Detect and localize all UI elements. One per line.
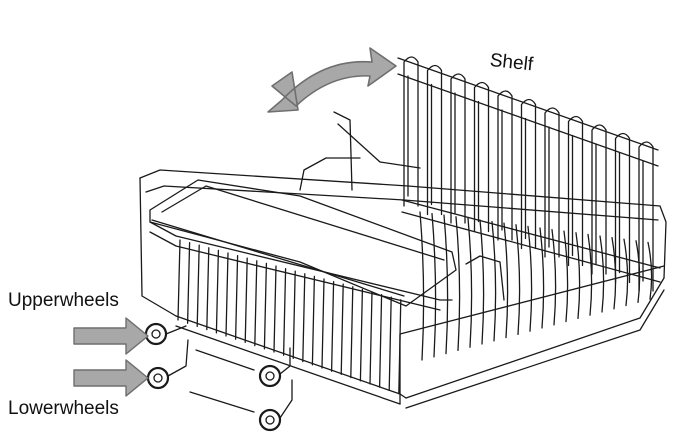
shelf-top-rail — [397, 57, 659, 167]
side-wire — [443, 214, 449, 355]
shelf-tine — [544, 107, 560, 258]
side-wire — [455, 216, 461, 352]
right-arrow-icon — [73, 359, 149, 397]
side-wire — [599, 235, 605, 313]
front-wire — [225, 252, 229, 337]
wheels — [144, 322, 293, 432]
front-wire — [282, 267, 287, 356]
side-wire — [647, 241, 653, 300]
front-wire — [330, 280, 335, 372]
shelf-tine — [591, 124, 607, 275]
front-wire — [398, 299, 402, 395]
shelf-tine — [473, 81, 490, 233]
front-wire — [263, 262, 268, 350]
front-wire — [177, 239, 181, 321]
front-wire — [292, 270, 296, 360]
shelf-tine — [567, 115, 584, 267]
front-wire — [321, 278, 325, 369]
side-wire — [587, 233, 593, 316]
front-wire — [378, 293, 383, 388]
front-wire — [196, 244, 200, 328]
side-wire — [503, 222, 509, 339]
shelf-label: Shelf — [488, 50, 535, 76]
side-wire — [551, 228, 557, 326]
shelf-tine — [497, 90, 513, 241]
side-wire — [467, 217, 473, 348]
front-wires — [177, 239, 402, 395]
shelf-tine — [520, 98, 537, 250]
shelf-tines — [403, 56, 654, 292]
right-arrow-icon — [73, 317, 149, 355]
side-wire — [575, 232, 581, 320]
lower-wheels-label: Lowerwheels — [8, 398, 119, 419]
side-wire — [419, 211, 425, 361]
side-wire — [611, 236, 617, 310]
lower-wheel-left — [146, 339, 189, 390]
lower-wheel-middle — [258, 379, 293, 432]
right-wires — [419, 211, 653, 361]
rotate-arrow-icon — [267, 47, 397, 113]
front-wire — [350, 286, 354, 379]
side-wire — [539, 227, 545, 329]
side-wire — [479, 219, 485, 345]
upper-wheel-middle — [258, 347, 291, 388]
shelf-tine — [614, 132, 631, 284]
side-wire — [491, 220, 497, 342]
shelf-tine — [638, 141, 654, 292]
basket-frame — [139, 111, 667, 409]
front-wire — [234, 254, 239, 340]
side-wire — [527, 225, 533, 332]
front-wire — [244, 257, 248, 344]
side-wire — [623, 238, 629, 307]
side-wire — [515, 224, 521, 336]
front-wire — [273, 265, 277, 353]
front-wire — [254, 260, 258, 347]
cup-rack-insert — [149, 179, 457, 307]
shelf-tine — [426, 64, 443, 216]
front-wire — [340, 283, 344, 376]
front-wire — [369, 291, 373, 385]
front-wire — [388, 296, 392, 392]
shelf-tine — [450, 73, 466, 224]
front-wire — [215, 249, 220, 334]
side-wire — [563, 230, 569, 323]
shelf-tine — [403, 56, 419, 207]
front-wire — [359, 288, 364, 382]
front-wire — [302, 273, 306, 363]
upper-wheels-label: Upperwheels — [8, 290, 119, 311]
front-wire — [311, 275, 316, 366]
front-wire — [206, 247, 210, 331]
front-wire — [186, 241, 191, 324]
side-wire — [635, 240, 641, 304]
